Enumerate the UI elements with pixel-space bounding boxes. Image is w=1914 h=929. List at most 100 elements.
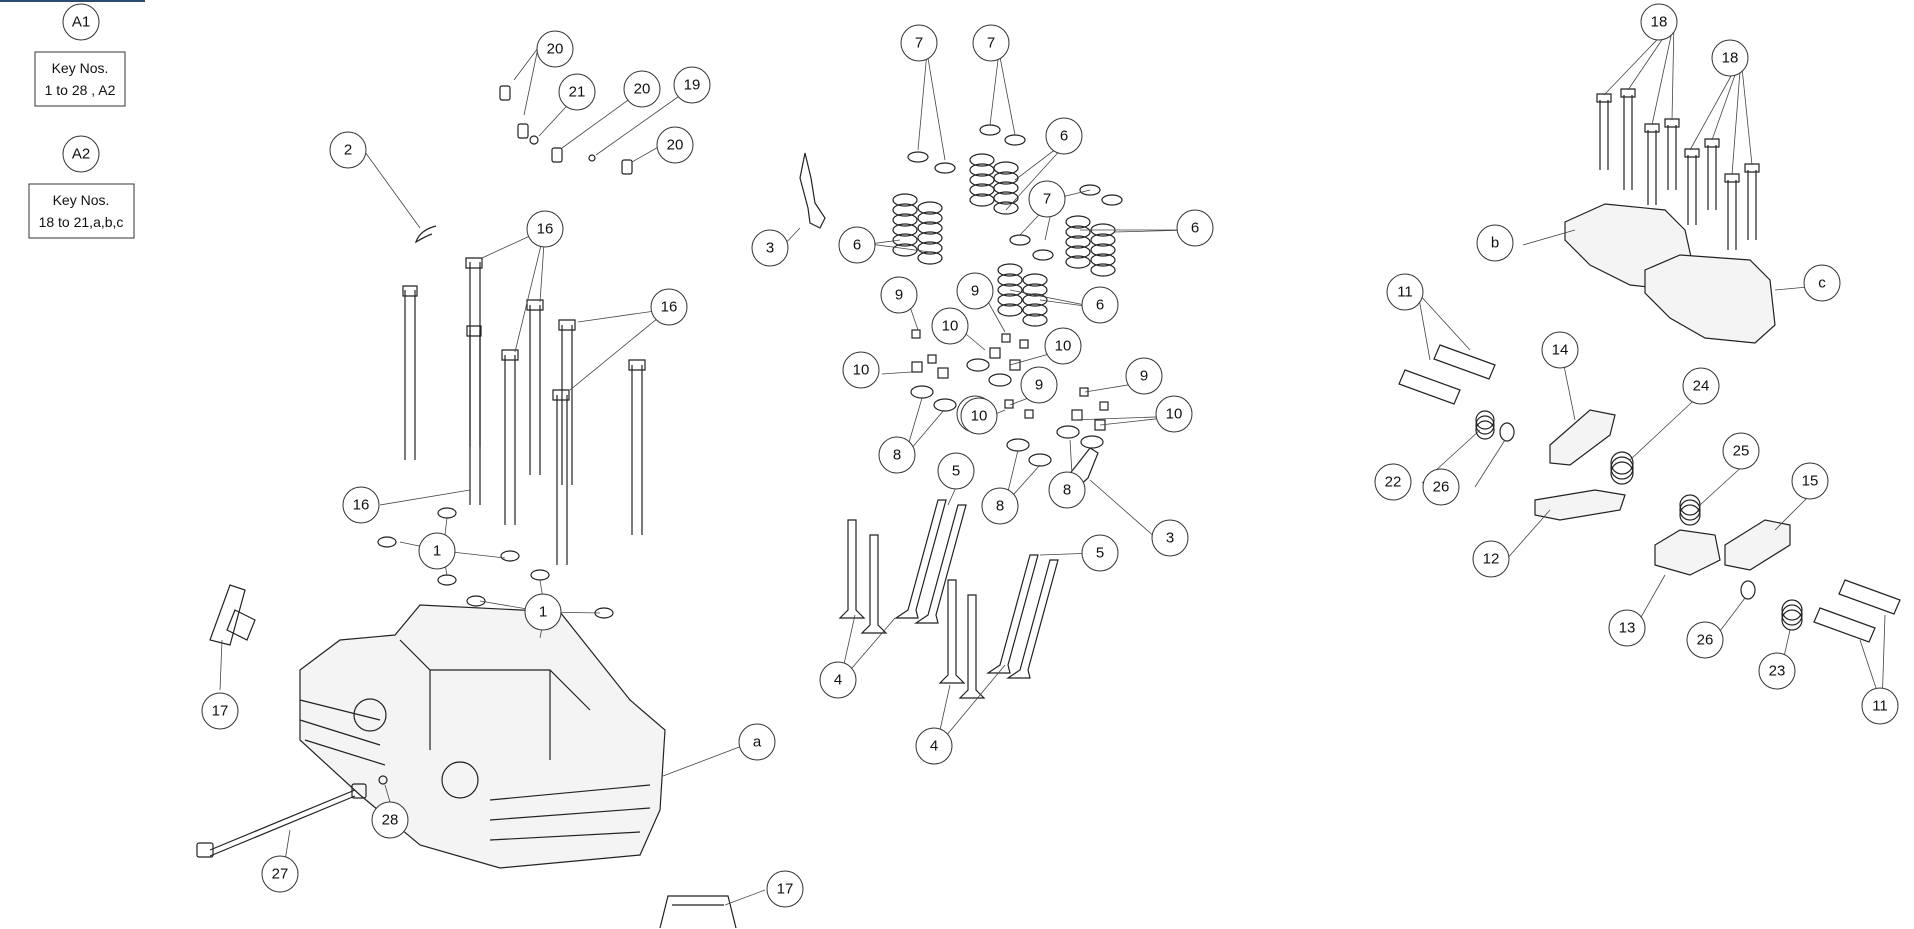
callout-6d: 6 xyxy=(1081,286,1119,324)
svg-text:13: 13 xyxy=(1619,620,1636,637)
svg-text:12: 12 xyxy=(1483,551,1500,568)
callout-17b: 17 xyxy=(766,870,804,908)
callout-5b: 5 xyxy=(1081,534,1119,572)
callout-14: 14 xyxy=(1541,331,1579,369)
callout-7c: 7 xyxy=(1028,180,1066,218)
svg-text:2: 2 xyxy=(344,142,352,159)
callout-12: 12 xyxy=(1472,540,1510,578)
svg-text:10: 10 xyxy=(1166,406,1183,423)
svg-text:7: 7 xyxy=(1043,191,1051,208)
callout-1b: 1 xyxy=(524,593,562,631)
callouts: 20 21 20 19 20 2 16 16 16 1 1 17 28 27 a… xyxy=(201,3,1899,908)
svg-text:10: 10 xyxy=(853,362,870,379)
callout-9a: 9 xyxy=(880,276,918,314)
svg-text:18: 18 xyxy=(1722,50,1739,67)
svg-text:5: 5 xyxy=(1096,545,1104,562)
callout-22: 22 xyxy=(1374,463,1412,501)
callout-16a: 16 xyxy=(526,210,564,248)
legend-a1-tag: A1 xyxy=(72,14,90,31)
svg-text:b: b xyxy=(1491,235,1499,252)
callout-3b: 3 xyxy=(1151,519,1189,557)
svg-text:17: 17 xyxy=(777,881,794,898)
callout-27: 27 xyxy=(261,855,299,893)
svg-text:14: 14 xyxy=(1552,342,1569,359)
svg-text:16: 16 xyxy=(353,497,370,514)
callout-9d: 9 xyxy=(1020,366,1058,404)
callout-20b: 20 xyxy=(623,70,661,108)
svg-text:23: 23 xyxy=(1769,663,1786,680)
callout-26a: 26 xyxy=(1422,468,1460,506)
top-accent-bar xyxy=(0,0,145,2)
callout-18a: 18 xyxy=(1640,3,1678,41)
callout-5a: 5 xyxy=(937,452,975,490)
svg-text:9: 9 xyxy=(1035,377,1043,394)
callout-9b: 9 xyxy=(956,272,994,310)
callout-b: b xyxy=(1476,224,1514,262)
svg-text:21: 21 xyxy=(569,84,586,101)
rocker-group xyxy=(1398,88,1901,643)
svg-text:20: 20 xyxy=(634,81,651,98)
callout-16c: 16 xyxy=(342,486,380,524)
svg-text:15: 15 xyxy=(1802,473,1819,490)
svg-text:7: 7 xyxy=(987,35,995,52)
callout-10f: 10 xyxy=(960,397,998,435)
callout-10e: 10 xyxy=(1155,395,1193,433)
svg-text:11: 11 xyxy=(1872,698,1888,715)
svg-text:9: 9 xyxy=(971,283,979,300)
svg-text:10: 10 xyxy=(971,408,988,425)
svg-text:26: 26 xyxy=(1697,632,1714,649)
svg-text:8: 8 xyxy=(1063,482,1071,499)
svg-text:3: 3 xyxy=(1166,530,1174,547)
callout-15: 15 xyxy=(1791,462,1829,500)
svg-text:19: 19 xyxy=(684,77,701,94)
svg-text:25: 25 xyxy=(1733,443,1750,460)
svg-text:4: 4 xyxy=(834,672,842,689)
callout-9c: 9 xyxy=(1125,357,1163,395)
svg-text:27: 27 xyxy=(272,866,289,883)
legend-a1: A1 Key Nos. 1 to 28 , A2 xyxy=(34,3,126,107)
callout-26b: 26 xyxy=(1686,621,1724,659)
svg-text:10: 10 xyxy=(1055,338,1072,355)
callout-20c: 20 xyxy=(656,126,694,164)
svg-text:16: 16 xyxy=(661,299,678,316)
svg-text:c: c xyxy=(1818,275,1826,292)
svg-text:6: 6 xyxy=(1096,297,1104,314)
callout-8a: 8 xyxy=(878,436,916,474)
callout-25: 25 xyxy=(1722,432,1760,470)
callout-6c: 6 xyxy=(1176,209,1214,247)
callout-10b: 10 xyxy=(842,351,880,389)
callout-20a: 20 xyxy=(536,30,574,68)
callout-6a: 6 xyxy=(1045,117,1083,155)
callout-8c: 8 xyxy=(1048,471,1086,509)
callout-c: c xyxy=(1803,264,1841,302)
callout-18b: 18 xyxy=(1711,39,1749,77)
legend-a2-line2: 18 to 21,a,b,c xyxy=(39,214,124,230)
svg-text:7: 7 xyxy=(915,35,923,52)
callout-2: 2 xyxy=(329,131,367,169)
callout-4a: 4 xyxy=(819,661,857,699)
svg-text:22: 22 xyxy=(1385,474,1402,491)
callout-21: 21 xyxy=(558,73,596,111)
callout-28: 28 xyxy=(371,801,409,839)
svg-text:9: 9 xyxy=(1140,368,1148,385)
cylinder-head-group xyxy=(196,85,737,929)
callout-13: 13 xyxy=(1608,609,1646,647)
svg-text:9: 9 xyxy=(895,287,903,304)
legend-a2-line1: Key Nos. xyxy=(53,192,110,208)
callout-11a: 11 xyxy=(1386,273,1424,311)
svg-text:6: 6 xyxy=(1060,128,1068,145)
legend-a1-line1: Key Nos. xyxy=(52,60,109,76)
svg-text:8: 8 xyxy=(996,498,1004,515)
legend-a2: A2 Key Nos. 18 to 21,a,b,c xyxy=(28,135,135,239)
svg-text:a: a xyxy=(753,734,762,751)
callout-10a: 10 xyxy=(931,307,969,345)
svg-text:6: 6 xyxy=(1191,220,1199,237)
svg-text:16: 16 xyxy=(537,221,554,238)
callout-3a: 3 xyxy=(751,229,789,267)
callout-16b: 16 xyxy=(650,288,688,326)
svg-text:4: 4 xyxy=(930,738,938,755)
svg-text:28: 28 xyxy=(382,812,399,829)
callout-6b: 6 xyxy=(838,226,876,264)
callout-17a: 17 xyxy=(201,692,239,730)
svg-text:10: 10 xyxy=(942,318,959,335)
